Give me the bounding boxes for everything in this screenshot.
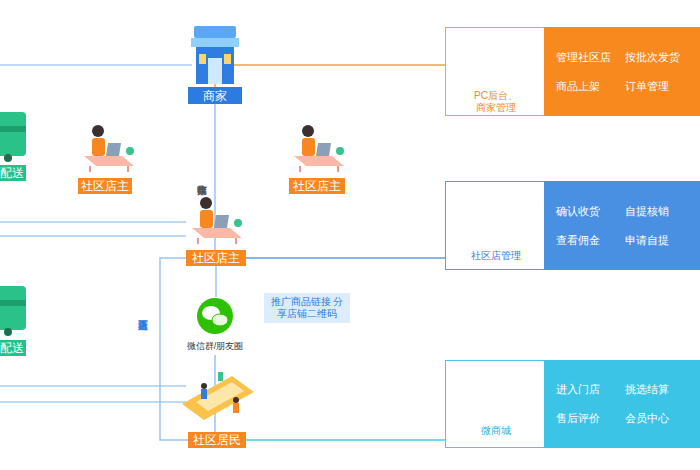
node-label: 配送	[0, 166, 24, 180]
truck-icon	[0, 286, 26, 336]
panel-title: PC后台、商家管理	[471, 90, 521, 114]
shopkeeper-icon	[84, 125, 134, 172]
feature-list: 确认收货自提核销查看佣金申请自提	[544, 181, 700, 270]
menu-item: 挑选结算	[625, 383, 694, 396]
menu-item: 订单管理	[625, 80, 694, 93]
truck-icon	[0, 112, 26, 162]
delivery-box: 配送	[0, 165, 26, 181]
menu-item: 确认收货	[556, 205, 625, 218]
residents-box: 社区居民	[188, 432, 246, 448]
feature-list: 进入门店挑选结算售后评价会员中心	[544, 360, 700, 448]
wechat-node: 微信群/朋友圈	[184, 297, 246, 355]
menu-item: 会员中心	[625, 412, 694, 425]
menu-item: 售后评价	[556, 412, 625, 425]
panel-title: 微商城	[451, 425, 541, 437]
wire	[0, 401, 186, 403]
node-label: 配送	[0, 341, 24, 355]
note-text: 推广商品链接 分享店铺二维码	[268, 296, 346, 320]
shop-icon	[191, 26, 239, 84]
wire	[0, 235, 186, 237]
residents-illustration	[182, 372, 254, 420]
node-label: 商家	[203, 89, 227, 103]
mall-panel: 微商城进入门店挑选结算售后评价会员中心	[445, 360, 700, 448]
menu-item: 进入门店	[556, 383, 625, 396]
promo-note: 推广商品链接 分享店铺二维码	[264, 293, 350, 323]
menu-item: 商品上架	[556, 80, 625, 93]
node-label: 社区店主	[81, 179, 129, 193]
delivery-box: 配送	[0, 340, 26, 356]
wire	[0, 64, 192, 66]
menu-item: 自提核销	[625, 205, 694, 218]
connector	[160, 258, 188, 440]
admin-panel: PC后台、商家管理管理社区店按批次发货商品上架订单管理	[445, 27, 700, 116]
node-label: 社区居民	[193, 433, 241, 447]
connector	[215, 65, 445, 87]
menu-item: 查看佣金	[556, 234, 625, 247]
menu-item: 申请自提	[625, 234, 694, 247]
node-label: 社区店主	[192, 251, 240, 265]
shopkeeper-box: 社区店主	[186, 250, 246, 266]
shopkeeper-box: 社区店主	[78, 178, 132, 194]
shopkeeper-box: 社区店主	[289, 178, 345, 194]
feature-list: 管理社区店按批次发货商品上架订单管理	[544, 27, 700, 116]
connector	[246, 257, 445, 259]
wire	[0, 221, 186, 223]
menu-item: 按批次发货	[625, 51, 694, 64]
wechat-icon	[184, 297, 246, 337]
store-panel: 社区店管理确认收货自提核销查看佣金申请自提	[445, 181, 700, 270]
shopkeeper-icon	[192, 197, 242, 244]
connector	[215, 266, 217, 297]
node-label: 社区店主	[293, 179, 341, 193]
menu-item: 管理社区店	[556, 51, 625, 64]
shopkeeper-icon	[294, 125, 344, 172]
panel-title: 社区店管理	[451, 250, 541, 262]
merchant-box: 商家	[188, 87, 242, 104]
node-label: 微信群/朋友圈	[184, 341, 246, 352]
connector	[246, 439, 445, 441]
wire	[0, 385, 186, 387]
